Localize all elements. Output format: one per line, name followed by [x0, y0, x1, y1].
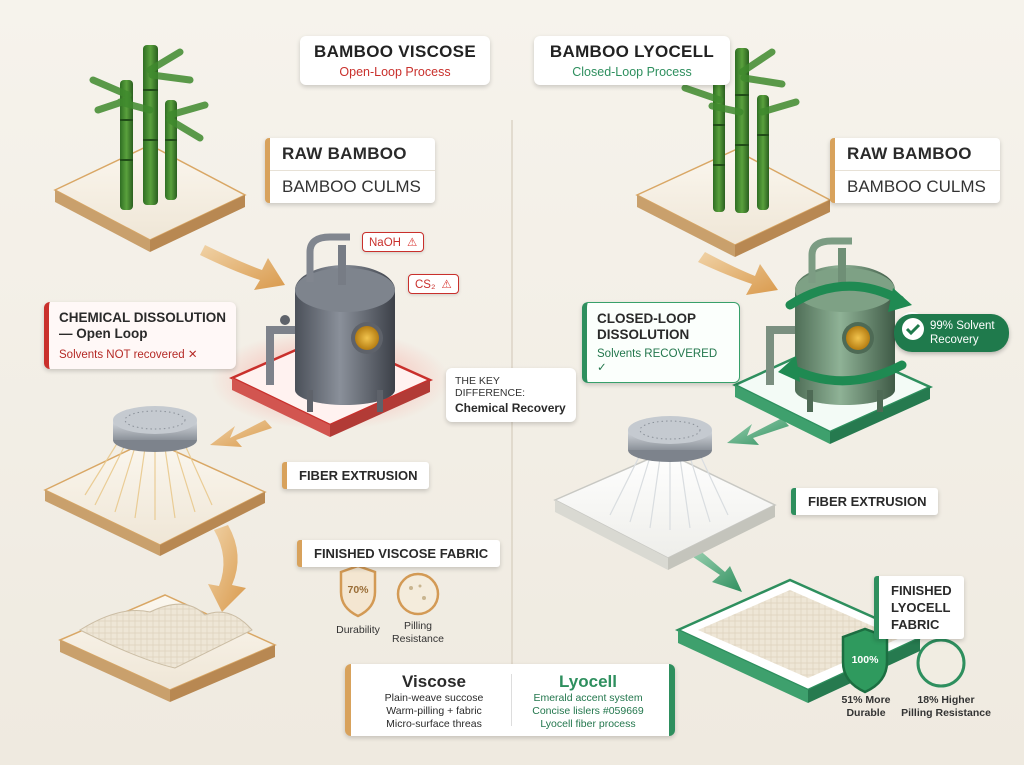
- viscose-tank-icon: [266, 233, 395, 412]
- viscose-raw-bamboo-label: RAW BAMBOO BAMBOO CULMS: [265, 138, 435, 203]
- lyocell-arrow-3: [690, 548, 742, 592]
- viscose-arrow-2: [210, 420, 272, 447]
- warning-icon: ⚠: [441, 279, 452, 291]
- lyocell-dissolution-label: CLOSED-LOOP DISSOLUTION Solvents RECOVER…: [582, 302, 740, 383]
- legend-lyocell-lines: Emerald accent system Concise lislers #0…: [532, 692, 644, 730]
- lyocell-finished-label: FINISHED LYOCELL FABRIC: [874, 576, 964, 639]
- lyocell-arrow-1: [698, 252, 778, 295]
- lyocell-spinneret-icon: [628, 416, 712, 462]
- viscose-dissolution-label: CHEMICAL DISSOLUTION — Open Loop Solvent…: [44, 302, 236, 369]
- viscose-durability-label: Durability: [336, 624, 380, 636]
- lyocell-header: BAMBOO LYOCELL Closed-Loop Process: [534, 36, 730, 85]
- lyocell-extrusion-label: FIBER EXTRUSION: [791, 488, 939, 515]
- viscose-title: BAMBOO VISCOSE: [314, 42, 476, 61]
- lyocell-durability-value: 100%: [851, 654, 879, 666]
- lyocell-pilling-label: 18% Higher Pilling Resistance: [901, 694, 991, 719]
- viscose-fabric-tile: [58, 594, 277, 702]
- legend-viscose: Viscose Plain-weave succose Warm-pilling…: [359, 672, 509, 731]
- lyocell-title: BAMBOO LYOCELL: [549, 42, 715, 61]
- viscose-bamboo-icon: [89, 45, 209, 210]
- recycle-arrowhead-2: [778, 356, 800, 382]
- lyocell-durability-shield-icon: [841, 627, 889, 694]
- lyocell-extrusion-tile: [553, 451, 777, 570]
- viscose-raw-sub: BAMBOO CULMS: [270, 170, 435, 203]
- lyocell-bamboo-icon: [681, 48, 800, 213]
- recycle-loop-arrows-icon: [785, 281, 907, 386]
- viscose-fibers: [84, 441, 213, 520]
- lyocell-dissolution-note: Solvents RECOVERED ✓: [597, 348, 718, 374]
- legend-viscose-title: Viscose: [402, 672, 466, 691]
- viscose-subtitle: Open-Loop Process: [339, 65, 451, 79]
- viscose-arrow-1: [200, 245, 285, 290]
- legend-divider: [511, 674, 512, 726]
- legend-lyocell-title: Lyocell: [559, 672, 617, 691]
- lyocell-raw-bamboo-label: RAW BAMBOO BAMBOO CULMS: [830, 138, 1000, 203]
- lyocell-pilling-circle-icon: [916, 638, 966, 688]
- lyocell-fibers: [609, 454, 729, 530]
- viscose-raw-title: RAW BAMBOO: [282, 144, 407, 163]
- solvent-recovery-text: 99% Solvent Recovery: [930, 320, 995, 346]
- lyocell-arrow-2: [727, 418, 789, 445]
- legend-lyocell: Lyocell Emerald accent system Concise li…: [513, 672, 663, 731]
- legend-viscose-lines: Plain-weave succose Warm-pilling + fabri…: [384, 692, 484, 730]
- lyocell-tank-icon: [766, 237, 895, 412]
- cs2-label: CS₂: [415, 279, 436, 291]
- viscose-finished-label: FINISHED VISCOSE FABRIC: [297, 540, 501, 567]
- viscose-dissolution-note: Solvents NOT recovered ✕: [59, 349, 198, 361]
- key-difference-line2: Chemical Recovery: [455, 401, 566, 415]
- viscose-arrow-3: [208, 525, 246, 612]
- lyocell-dissolution-title: CLOSED-LOOP DISSOLUTION: [597, 311, 697, 342]
- comparison-legend: Viscose Plain-weave succose Warm-pilling…: [345, 664, 675, 736]
- lyocell-durability-label: 51% More Durable: [841, 694, 891, 719]
- viscose-spinneret-icon: [113, 406, 197, 452]
- viscose-durability-value: 70%: [347, 584, 369, 596]
- naoh-label: NaOH: [369, 237, 401, 249]
- key-difference-line1: THE KEY DIFFERENCE:: [455, 375, 526, 399]
- lyocell-raw-sub: BAMBOO CULMS: [835, 170, 1000, 203]
- cs2-warning: CS₂ ⚠: [408, 274, 459, 294]
- viscose-header: BAMBOO VISCOSE Open-Loop Process: [300, 36, 490, 85]
- lyocell-subtitle: Closed-Loop Process: [572, 65, 692, 79]
- viscose-pilling-label: Pilling Resistance: [392, 620, 444, 645]
- naoh-warning: NaOH ⚠: [362, 232, 425, 252]
- viscose-extrusion-label: FIBER EXTRUSION: [282, 462, 430, 489]
- viscose-durability-shield-icon: [339, 564, 377, 618]
- key-difference-callout: THE KEY DIFFERENCE: Chemical Recovery: [446, 368, 576, 422]
- lyocell-raw-title: RAW BAMBOO: [847, 144, 972, 163]
- viscose-pilling-circle-icon: [396, 572, 440, 616]
- check-circle-icon: [902, 318, 924, 340]
- warning-icon: ⚠: [406, 237, 418, 249]
- viscose-dissolution-title: CHEMICAL DISSOLUTION — Open Loop: [59, 310, 227, 341]
- lyocell-bamboo-tile: [635, 149, 832, 257]
- recycle-arrowhead-1: [888, 288, 912, 312]
